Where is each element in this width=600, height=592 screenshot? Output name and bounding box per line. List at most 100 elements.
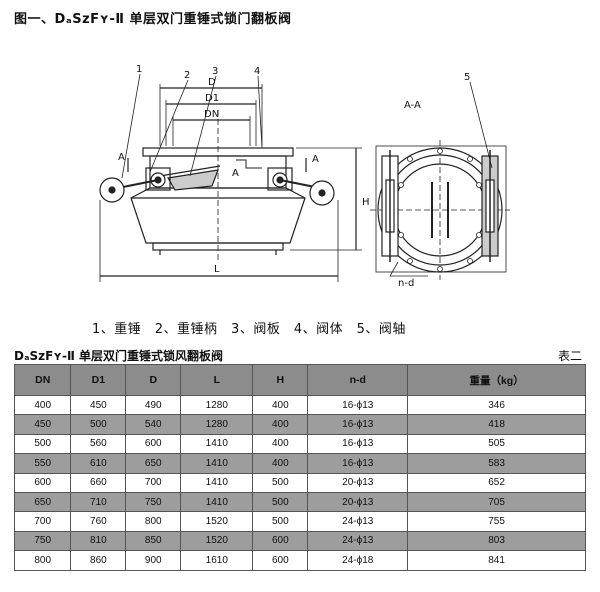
table-cell: 860 bbox=[70, 550, 127, 571]
table-cell: 700 bbox=[125, 472, 182, 493]
table-cell: 803 bbox=[407, 530, 586, 552]
table-cell: 760 bbox=[70, 511, 127, 532]
label-dim-L: L bbox=[214, 264, 220, 275]
col-header: D bbox=[125, 364, 182, 396]
table-cell: 24-ϕ18 bbox=[307, 550, 409, 571]
table-cell: 500 bbox=[13, 433, 72, 455]
table-cell: 500 bbox=[252, 491, 309, 513]
col-header: L bbox=[180, 364, 254, 396]
table-cell: 16-ϕ13 bbox=[307, 453, 409, 474]
table-cell: 800 bbox=[13, 550, 72, 571]
col-header: H bbox=[252, 364, 309, 396]
table-cell: 850 bbox=[125, 530, 182, 552]
col-header: DN bbox=[13, 364, 72, 396]
col-header: 重量（kg） bbox=[407, 364, 586, 396]
label-part-2: 2 bbox=[184, 70, 190, 81]
label-section-mid: A bbox=[232, 168, 239, 179]
label-part-5: 5 bbox=[464, 72, 470, 83]
valve-drawing: 1 2 3 4 D D1 DN L H A A A A-A 5 n-d bbox=[99, 64, 510, 289]
label-section-view: A-A bbox=[404, 100, 421, 111]
table-cell: 1610 bbox=[180, 550, 254, 571]
valve-plate bbox=[167, 169, 219, 191]
table-cell: 900 bbox=[125, 550, 182, 571]
table-cell: 400 bbox=[252, 394, 309, 416]
table-cell: 418 bbox=[407, 414, 586, 435]
table-number: 表二 bbox=[557, 349, 582, 363]
table-cell: 505 bbox=[407, 433, 586, 455]
table-cell: 550 bbox=[13, 453, 72, 474]
table-cell: 560 bbox=[70, 433, 127, 455]
table-cell: 750 bbox=[125, 491, 182, 513]
table-cell: 346 bbox=[407, 394, 586, 416]
table-cell: 600 bbox=[252, 550, 309, 571]
table-cell: 810 bbox=[70, 530, 127, 552]
label-section-left: A bbox=[118, 152, 125, 163]
col-header: D1 bbox=[70, 364, 127, 396]
table-cell: 24-ϕ13 bbox=[307, 530, 409, 552]
table-cell: 1410 bbox=[180, 453, 254, 474]
label-part-3: 3 bbox=[212, 66, 218, 77]
table-cell: 710 bbox=[70, 491, 127, 513]
parts-legend: 1、重锤 2、重锤柄 3、阀板 4、阀体 5、阀轴 bbox=[92, 322, 406, 337]
table-cell: 660 bbox=[70, 472, 127, 493]
table-cell: 650 bbox=[13, 491, 72, 513]
table-cell: 1410 bbox=[180, 491, 254, 513]
table-cell: 583 bbox=[407, 453, 586, 474]
table-cell: 1520 bbox=[180, 530, 254, 552]
table-cell: 600 bbox=[13, 472, 72, 493]
table-cell: 841 bbox=[407, 550, 586, 571]
table-cell: 500 bbox=[252, 511, 309, 532]
table-cell: 20-ϕ13 bbox=[307, 491, 409, 513]
label-dim-D: D bbox=[208, 77, 216, 88]
table-cell: 1520 bbox=[180, 511, 254, 532]
table-cell: 650 bbox=[125, 453, 182, 474]
table-cell: 652 bbox=[407, 472, 586, 493]
table-cell: 600 bbox=[252, 530, 309, 552]
label-dim-D1: D1 bbox=[205, 93, 219, 104]
table-caption: DₐSzFʏ-Ⅱ 单层双门重锤式锁风翻板阀 bbox=[14, 349, 224, 363]
table-cell: 16-ϕ13 bbox=[307, 433, 409, 455]
table-cell: 490 bbox=[125, 394, 182, 416]
table-cell: 16-ϕ13 bbox=[307, 414, 409, 435]
table-cell: 500 bbox=[252, 472, 309, 493]
table-cell: 705 bbox=[407, 491, 586, 513]
label-section-right: A bbox=[312, 154, 319, 165]
label-part-1: 1 bbox=[136, 64, 142, 75]
table-cell: 755 bbox=[407, 511, 586, 532]
table-cell: 500 bbox=[70, 414, 127, 435]
table-cell: 450 bbox=[70, 394, 127, 416]
table-cell: 20-ϕ13 bbox=[307, 472, 409, 493]
table-cell: 600 bbox=[125, 433, 182, 455]
label-part-4: 4 bbox=[254, 66, 260, 77]
table-header-row: DN D1 D L H n-d 重量（kg） bbox=[13, 364, 586, 396]
col-header: n-d bbox=[307, 364, 409, 396]
table-cell: 1410 bbox=[180, 472, 254, 493]
label-dim-H: H bbox=[362, 197, 370, 208]
label-dim-DN: DN bbox=[204, 109, 219, 120]
table-cell: 700 bbox=[13, 511, 72, 532]
table-cell: 400 bbox=[13, 394, 72, 416]
table-cell: 450 bbox=[13, 414, 72, 435]
table-cell: 400 bbox=[252, 414, 309, 435]
table-cell: 1410 bbox=[180, 433, 254, 455]
table-cell: 400 bbox=[252, 453, 309, 474]
table-cell: 750 bbox=[13, 530, 72, 552]
table-cell: 540 bbox=[125, 414, 182, 435]
table-cell: 400 bbox=[252, 433, 309, 455]
label-bolts: n-d bbox=[398, 278, 414, 289]
table-cell: 24-ϕ13 bbox=[307, 511, 409, 532]
table-cell: 16-ϕ13 bbox=[307, 394, 409, 416]
table-cell: 610 bbox=[70, 453, 127, 474]
figure-title: 图一、DₐSzFʏ-Ⅱ 单层双门重锤式锁门翻板阀 bbox=[14, 12, 292, 27]
table-cell: 1280 bbox=[180, 394, 254, 416]
